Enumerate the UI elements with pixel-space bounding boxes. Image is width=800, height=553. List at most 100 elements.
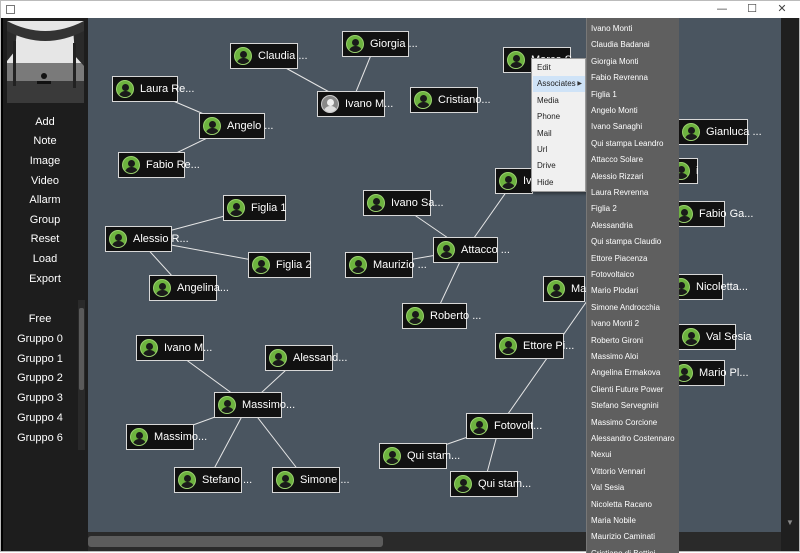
menu-load-button[interactable]: Load <box>32 253 58 265</box>
contact-node[interactable]: Giorgia ... <box>342 31 418 57</box>
associate-item[interactable]: Figlia 2 <box>591 204 617 214</box>
contact-node[interactable]: Roberto ... <box>402 303 481 329</box>
ctx-drive-item[interactable]: Drive <box>533 158 585 174</box>
contact-node[interactable]: Massimo... <box>214 392 295 418</box>
group-gruppo-1-button[interactable]: Gruppo 1 <box>17 353 63 365</box>
associate-item[interactable]: Nexui <box>591 450 612 460</box>
ctx-url-item[interactable]: Url <box>533 142 585 158</box>
contact-node[interactable]: Fabio Re... <box>118 152 200 178</box>
contact-node-label: Laura Re... <box>140 83 195 95</box>
associate-item[interactable]: Attacco Solare <box>591 155 644 165</box>
associate-item[interactable]: Val Sesia <box>591 483 625 493</box>
maximize-button[interactable]: ☐ <box>747 2 757 15</box>
ctx-item-label: Associates <box>537 79 576 89</box>
associate-item[interactable]: Vittorio Vennari <box>591 466 646 476</box>
ctx-edit-item[interactable]: Edit <box>533 60 585 76</box>
person-icon <box>406 307 424 325</box>
horizontal-scroll-thumb[interactable] <box>88 536 383 547</box>
contact-node[interactable]: Figlia 2 <box>248 252 311 278</box>
group-gruppo-0-button[interactable]: Gruppo 0 <box>17 333 63 345</box>
associate-item[interactable]: Alessandro Costennaro <box>591 434 675 443</box>
associate-item[interactable]: Giorgia Monti <box>591 56 639 66</box>
contact-node[interactable]: Ettore Pi... <box>495 333 574 359</box>
contact-node[interactable]: Laura Re... <box>112 76 194 102</box>
contact-node[interactable]: Mari <box>543 276 592 302</box>
contact-node[interactable]: Alessio R... <box>105 226 189 252</box>
contact-node[interactable]: Ivano M... <box>317 91 393 117</box>
associate-item[interactable]: Qui stampa Leandro <box>591 138 664 148</box>
associate-item[interactable]: Figlia 1 <box>591 89 617 99</box>
associate-item[interactable]: Nicoletta Racano <box>591 499 652 509</box>
associate-item[interactable]: Mario Plodari <box>591 286 639 296</box>
ctx-media-item[interactable]: Media <box>533 93 585 109</box>
associate-item[interactable]: Angelo Monti <box>591 106 638 115</box>
contact-node[interactable]: Stefano ... <box>174 467 252 493</box>
associate-item[interactable]: Angelina Ermakova <box>591 368 661 378</box>
contact-node[interactable]: Attacco ... <box>433 237 510 263</box>
associate-item[interactable]: Ivano Sanaghi <box>591 122 643 132</box>
menu-add-button[interactable]: Add <box>35 116 55 128</box>
menu-image-button[interactable]: Image <box>29 155 61 167</box>
contact-node-label: Figlia 2 <box>276 259 312 271</box>
menu-group-button[interactable]: Group <box>29 214 61 226</box>
menu-note-button[interactable]: Note <box>33 135 57 147</box>
vertical-scrollbar[interactable]: ▼ <box>781 18 799 532</box>
associate-item[interactable]: Ivano Monti 2 <box>591 319 640 329</box>
menu-reset-button[interactable]: Reset <box>30 233 60 245</box>
associate-item[interactable]: Fotovoltaico <box>591 270 635 279</box>
associate-item[interactable]: Ivano Monti <box>591 24 633 33</box>
contact-node[interactable]: Alessand... <box>265 345 347 371</box>
contact-node[interactable]: Claudia ... <box>230 43 308 69</box>
group-gruppo-4-button[interactable]: Gruppo 4 <box>17 412 63 424</box>
ctx-mail-item[interactable]: Mail <box>533 126 585 142</box>
contact-node[interactable]: Simone ... <box>272 467 350 493</box>
ctx-associates-item[interactable]: Associates▶ <box>533 76 585 93</box>
ctx-phone-item[interactable]: Phone <box>533 109 585 125</box>
associate-item[interactable]: Maurizio Caminati <box>591 532 656 542</box>
associate-item[interactable]: Claudia Badanai <box>591 40 650 50</box>
associate-item[interactable]: Qui stampa Claudio <box>591 237 662 247</box>
associate-item[interactable]: Ettore Piacenza <box>591 253 648 263</box>
associate-item[interactable]: Roberto Gironi <box>591 335 644 345</box>
contact-node[interactable]: Angelo ... <box>199 113 273 139</box>
associate-item[interactable]: Alessandria <box>591 220 633 230</box>
contact-node[interactable]: Fabio Ga... <box>671 201 753 227</box>
associate-item[interactable]: Simone Androcchia <box>591 302 660 312</box>
contact-node[interactable]: Iva <box>495 168 538 194</box>
person-icon <box>153 279 171 297</box>
associate-item[interactable]: Fabio Revrenna <box>591 73 648 83</box>
associate-item[interactable]: Clienti Future Power <box>591 384 664 394</box>
contact-node[interactable]: Ivano Sa... <box>363 190 444 216</box>
menu-allarm-button[interactable]: Allarm <box>29 194 61 206</box>
contact-node[interactable]: Fotovolt... <box>466 413 542 439</box>
menu-export-button[interactable]: Export <box>29 273 61 285</box>
ctx-hide-item[interactable]: Hide <box>533 175 585 191</box>
associate-item[interactable]: Cristiano di Bottini <box>587 546 679 553</box>
contact-node[interactable]: Qui stam... <box>450 471 531 497</box>
scroll-down-icon[interactable]: ▼ <box>786 518 794 527</box>
contact-node[interactable]: Maurizio ... <box>345 252 427 278</box>
close-button[interactable]: ✕ <box>777 2 787 15</box>
contact-node[interactable]: Qui stam... <box>379 443 460 469</box>
associate-item[interactable]: Maria Nobile <box>591 516 636 525</box>
associate-item[interactable]: Stefano Servegnini <box>591 401 659 411</box>
associate-item[interactable]: Laura Revrenna <box>591 188 649 197</box>
contact-node[interactable]: Mario Pl... <box>671 360 749 386</box>
associate-item[interactable]: Alessio Rizzari <box>591 171 644 181</box>
contact-node[interactable]: Figlia 1 <box>223 195 286 221</box>
associate-item[interactable]: Massimo Corcione <box>591 417 658 427</box>
contact-node[interactable]: Angelina... <box>149 275 229 301</box>
group-free-button[interactable]: Free <box>28 313 52 325</box>
contact-node[interactable]: Val Sesia <box>678 324 752 350</box>
contact-node[interactable]: Ivano M... <box>136 335 212 361</box>
minimize-button[interactable]: — <box>716 2 728 15</box>
group-gruppo-3-button[interactable]: Gruppo 3 <box>17 392 63 404</box>
sidebar-scrollbar[interactable] <box>79 308 84 390</box>
contact-node[interactable]: Gianluca ... <box>678 119 762 145</box>
menu-video-button[interactable]: Video <box>31 175 59 187</box>
associate-item[interactable]: Massimo Aloi <box>591 352 639 361</box>
contact-node[interactable]: Cristiano... <box>410 87 491 113</box>
contact-node[interactable]: Massimo... <box>126 424 207 450</box>
group-gruppo-6-button[interactable]: Gruppo 6 <box>17 432 63 444</box>
group-gruppo-2-button[interactable]: Gruppo 2 <box>17 372 63 384</box>
